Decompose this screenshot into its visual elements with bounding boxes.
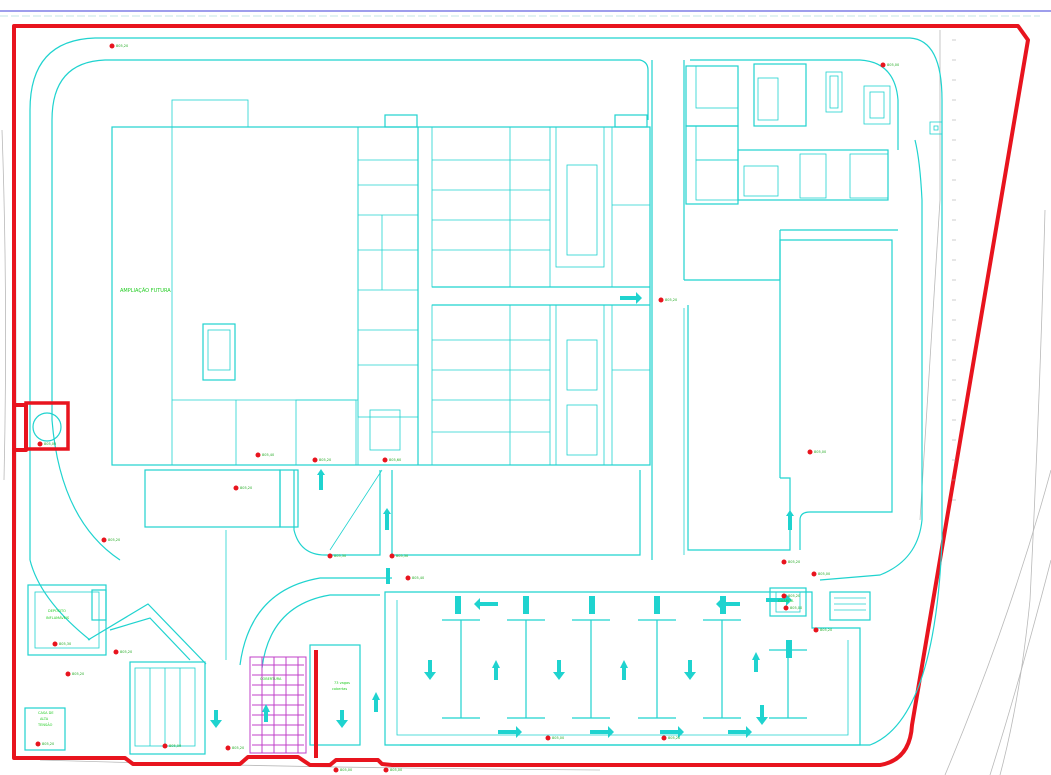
parking-area <box>384 587 871 746</box>
level-texts: 805,20 805,00 805,20 805,40 805,20 805,6… <box>42 44 899 772</box>
level-text: 805,30 <box>59 642 71 646</box>
level-text: 805,20 <box>116 44 128 48</box>
label-vagas-line2: cobertas <box>332 687 347 691</box>
level-text: 805,00 <box>818 572 830 576</box>
level-text: 805,60 <box>389 458 401 462</box>
perimeter-road-inner <box>105 59 923 581</box>
level-text: 805,40 <box>412 576 424 580</box>
label-casa-line2: ALTA <box>40 717 49 721</box>
level-text: 805,20 <box>788 560 800 564</box>
level-text: 805,20 <box>108 538 120 542</box>
level-text: 805,20 <box>120 650 132 654</box>
label-deposito-line1: DEPÓSITO <box>48 608 66 613</box>
east-yard <box>683 239 893 555</box>
east-ruler-ticks <box>952 39 956 501</box>
level-text: 805,20 <box>665 298 677 302</box>
level-text: 805,00 <box>390 768 402 772</box>
level-text: 805,00 <box>44 442 56 446</box>
level-text: 805,30 <box>396 554 408 558</box>
level-text: 805,00 <box>887 63 899 67</box>
main-building <box>111 99 651 466</box>
label-casa-line3: TENSÃO <box>37 722 53 727</box>
level-text: 805,40 <box>262 453 274 457</box>
label-deposito-line2: INFLAMÁVEIS <box>46 615 70 620</box>
level-text: 805,20 <box>42 742 54 746</box>
label-cobertura: COBERTURA <box>260 677 282 681</box>
central-apron <box>144 469 641 660</box>
level-text: 805,20 <box>820 628 832 632</box>
label-guarita: GUARITA <box>778 599 794 603</box>
property-boundary <box>12 24 1030 767</box>
level-markers <box>35 43 886 773</box>
label-vagas-line1: 73 vagas <box>334 681 350 685</box>
level-text: 805,20 <box>240 486 252 490</box>
level-text: 805,20 <box>72 672 84 676</box>
level-text: 805,20 <box>668 736 680 740</box>
level-text: 805,20 <box>232 746 244 750</box>
level-text: 805,30 <box>334 554 346 558</box>
perimeter-road-outer <box>29 37 943 746</box>
traffic-arrows <box>210 292 794 738</box>
level-text: 805,20 <box>319 458 331 462</box>
label-casa-line1: CASA DE <box>38 711 54 715</box>
top-ruler <box>0 10 1051 17</box>
hatched-cover <box>249 656 307 754</box>
level-text: 805,20 <box>788 594 800 598</box>
level-text: 805,00 <box>790 606 802 610</box>
admin-buildings <box>651 60 943 560</box>
level-text: 805,00 <box>340 768 352 772</box>
level-text: 805,00 <box>814 450 826 454</box>
level-text: 805,00 <box>552 736 564 740</box>
label-ampliacao-futura: AMPLIAÇÃO FUTURA <box>120 287 171 294</box>
west-structures <box>24 401 392 755</box>
level-text: 805,00 <box>169 744 181 748</box>
